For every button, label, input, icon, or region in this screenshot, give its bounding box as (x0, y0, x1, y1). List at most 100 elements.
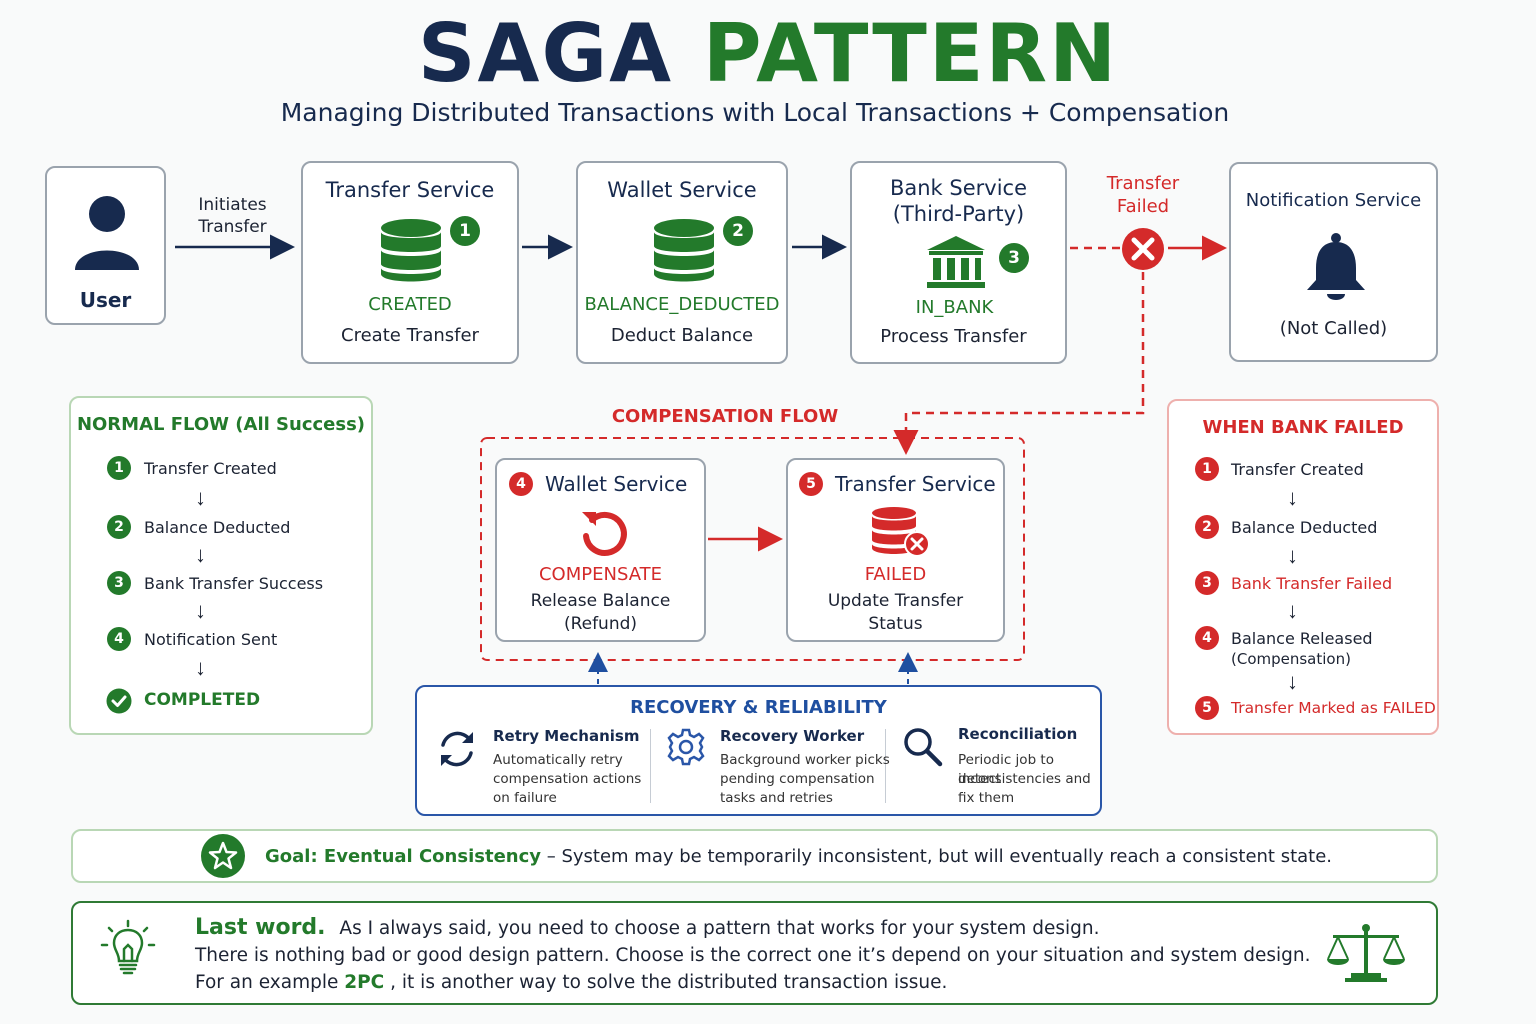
fail-step-5-text: Transfer Marked as FAILED (1231, 699, 1436, 717)
normal-step-3-badge: 3 (107, 571, 131, 595)
bell-icon (1307, 233, 1365, 300)
last-word-panel: Last word. As I always said, you need to… (71, 901, 1438, 1005)
normal-step-3-text: Bank Transfer Success (144, 574, 324, 593)
recovery-panel: RECOVERY & RELIABILITY Retry Mechanism A… (415, 685, 1102, 816)
fail-step-1-badge: 1 (1195, 457, 1219, 481)
recovery-item-1-title: Retry Mechanism (493, 727, 640, 745)
step-badge-3: 3 (999, 243, 1029, 273)
lightbulb-icon (100, 919, 156, 975)
undo-icon (582, 511, 627, 556)
transfer-state: CREATED (368, 294, 452, 315)
fail-arrow-1: ↓ (1287, 485, 1298, 510)
normal-arrow-4: ↓ (195, 655, 206, 680)
last-word-line3: For an example 2PC , it is another way t… (195, 972, 947, 993)
check-circle-icon (106, 688, 132, 714)
notification-title: Notification Service (1245, 190, 1422, 211)
transfer-action: Create Transfer (341, 325, 479, 346)
bank-failed-panel: WHEN BANK FAILED 1 Transfer Created ↓ 2 … (1167, 399, 1439, 735)
normal-step-2-badge: 2 (107, 515, 131, 539)
bank-service-box: Bank Service (Third-Party) 3 IN_BANK Pro… (850, 161, 1067, 364)
comp-transfer-box: 5 Transfer Service FAILED Update Transfe… (786, 458, 1005, 642)
step-badge-2: 2 (723, 216, 753, 246)
title-pattern: PATTERN (702, 7, 1119, 100)
bank-service-subtitle: (Third-Party) (892, 202, 1025, 226)
goal-bar: Goal: Eventual Consistency – System may … (71, 829, 1438, 883)
failed-x-icon (1122, 228, 1164, 270)
fail-arrow-4: ↓ (1287, 669, 1298, 694)
fail-step-4-text-1: Balance Released (1231, 629, 1373, 648)
recovery-item-3-desc-3: fix them (958, 790, 1015, 806)
recovery-item-3-title: Reconciliation (958, 725, 1078, 743)
recovery-item-2-desc-2: pending compensation (720, 771, 875, 787)
fail-step-3-text: Bank Transfer Failed (1231, 574, 1393, 593)
normal-flow-panel: NORMAL FLOW (All Success) 1 Transfer Cre… (69, 396, 373, 735)
wallet-service-title: Wallet Service (607, 178, 757, 202)
last-word-text1: As I always said, you need to choose a p… (339, 918, 1100, 939)
fail-step-5-badge: 5 (1195, 696, 1219, 720)
recovery-title: RECOVERY & RELIABILITY (630, 697, 887, 718)
transfer-service-box: Transfer Service 1 CREATED Create Transf… (301, 161, 519, 364)
fail-step-2-badge: 2 (1195, 515, 1219, 539)
star-icon (201, 834, 245, 878)
comp-step-4-badge: 4 (509, 472, 533, 496)
fail-step-3-badge: 3 (1195, 571, 1219, 595)
recovery-item-3-desc-1: Periodic job to detect (958, 752, 1054, 787)
normal-step-1-text: Transfer Created (144, 459, 277, 478)
search-icon (904, 728, 943, 767)
fail-arrow-3: ↓ (1287, 598, 1298, 623)
last-word-line3-pre: For an example (195, 972, 345, 993)
notification-service-box: Notification Service (Not Called) (1229, 162, 1438, 362)
comp-transfer-state: FAILED (864, 564, 927, 585)
user-box: User (45, 166, 166, 325)
step-badge-1: 1 (450, 216, 480, 246)
initiates-line1: Initiates (198, 195, 267, 215)
normal-step-4-text: Notification Sent (144, 630, 278, 649)
comp-wallet-box: 4 Wallet Service COMPENSATE Release Bala… (495, 458, 706, 642)
wallet-state: BALANCE_DEDUCTED (584, 294, 780, 315)
initiates-line2: Transfer (198, 217, 267, 237)
comp-step-5-badge: 5 (799, 472, 823, 496)
goal-description: – System may be temporarily inconsistent… (541, 846, 1333, 867)
goal-text: Goal: Eventual Consistency – System may … (265, 846, 1332, 867)
bank-service-title: Bank Service (889, 176, 1028, 200)
database-icon (381, 219, 441, 282)
fail-step-1-text: Transfer Created (1231, 460, 1364, 479)
normal-final: COMPLETED (144, 690, 261, 710)
recovery-divider-1 (650, 729, 651, 803)
comp-transfer-title: Transfer Service (835, 472, 996, 496)
comp-wallet-action-1: Release Balance (530, 591, 671, 611)
initiates-label: Initiates Transfer (180, 194, 285, 238)
normal-arrow-3: ↓ (195, 598, 206, 623)
user-icon (75, 196, 139, 270)
database-icon (654, 219, 714, 282)
fail-step-2-text: Balance Deducted (1231, 518, 1378, 537)
bank-failed-title: WHEN BANK FAILED (1202, 417, 1404, 438)
normal-step-1-badge: 1 (107, 456, 131, 480)
comp-transfer-action-1: Update Transfer (827, 591, 964, 611)
last-word-2pc: 2PC (344, 972, 385, 993)
normal-flow-title: NORMAL FLOW (All Success) (76, 414, 366, 435)
retry-icon (441, 731, 473, 767)
wallet-action: Deduct Balance (610, 325, 754, 346)
last-word-line2: There is nothing bad or good design patt… (195, 945, 1311, 966)
recovery-divider-2 (885, 729, 886, 803)
fail-arrow-2: ↓ (1287, 543, 1298, 568)
fail-step-4-badge: 4 (1195, 626, 1219, 650)
dashed-failed-to-compensation (893, 272, 1145, 455)
recovery-item-1-desc-1: Automatically retry (493, 752, 623, 768)
recovery-item-2-title: Recovery Worker (720, 727, 865, 745)
recovery-item-2-desc-3: tasks and retries (720, 790, 833, 806)
normal-arrow-1: ↓ (195, 485, 206, 510)
transfer-failed-line2: Failed (1116, 196, 1170, 217)
fail-step-4-text-2: (Compensation) (1231, 650, 1351, 668)
recovery-item-1-desc-2: compensation actions (493, 771, 642, 787)
goal-label: Goal: Eventual Consistency (265, 846, 541, 867)
title-saga: SAGA (417, 7, 674, 100)
transfer-failed-label: Transfer Failed (1093, 172, 1193, 218)
comp-wallet-title: Wallet Service (545, 472, 688, 496)
wallet-service-box: Wallet Service 2 BALANCE_DEDUCTED Deduct… (576, 161, 788, 364)
last-word-heading: Last word. (195, 915, 326, 940)
gear-icon (667, 728, 705, 766)
recovery-item-3-desc-2: inconsistencies and (958, 771, 1091, 787)
